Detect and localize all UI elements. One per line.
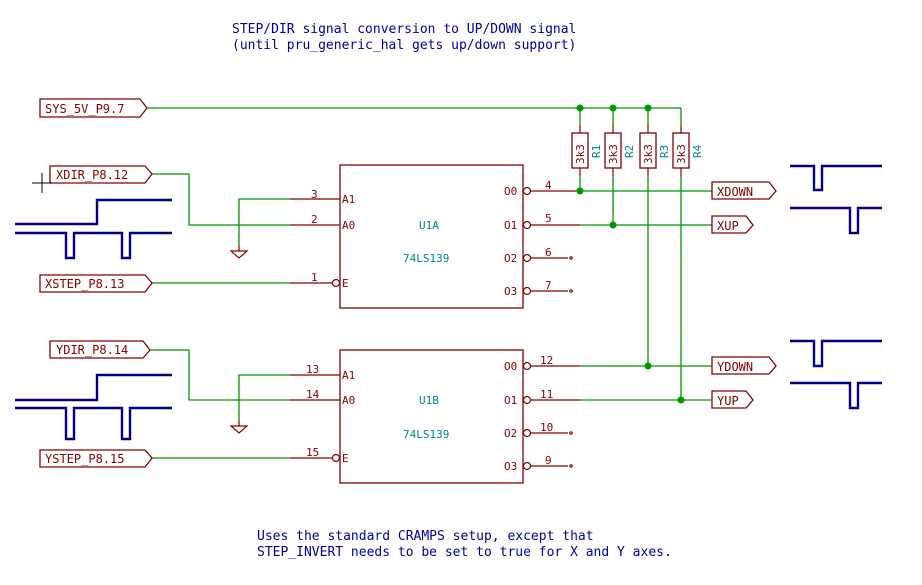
junction-dot [609,221,617,229]
title-line-2: (until pru_generic_hal gets up/down supp… [232,38,576,53]
u1a-pin-name: O3 [504,285,517,298]
ydown-waveform [790,339,882,368]
u1b-value: 74LS139 [403,428,449,441]
ground-symbol [229,420,249,434]
xup-label: XUP [711,215,754,234]
resistor-r4: 3k3 R4 [672,108,704,176]
u1b-pin-num: 13 [306,363,319,376]
xdir-waveform [15,198,172,226]
u1b-pin-num: 15 [306,446,319,459]
svg-text:R4: R4 [691,144,704,158]
u1a-pin-num: 2 [311,213,318,226]
u1b-pin-name: E [342,452,349,465]
junction-dot [576,187,584,195]
xdir-label: XDIR_P8.12 [49,165,153,184]
yup-label: YUP [711,390,754,409]
svg-text:R3: R3 [658,145,671,158]
u1a-pin-name: A1 [342,193,355,206]
u1b-pin-num: 10 [540,421,553,434]
svg-text:XDOWN: XDOWN [717,185,753,199]
u1a-ref: U1A [419,219,439,232]
footer-line-1: Uses the standard CRAMPS setup, except t… [257,529,594,544]
u1a-pin-name: O0 [504,185,517,198]
junction-dot [644,362,652,370]
resistor-r3: 3k3 R3 [639,108,671,176]
resistor-r1: 3k3 R1 [571,108,603,176]
u1a-pin-num: 4 [545,179,552,192]
xdown-label: XDOWN [711,181,777,200]
ystep-waveform [15,406,172,441]
resistor-r2: 3k3 R2 [604,108,636,176]
u1a-value: 74LS139 [403,252,449,265]
svg-text:YDIR_P8.14: YDIR_P8.14 [56,343,128,357]
u1a-body [339,164,524,309]
svg-text:3k3: 3k3 [642,144,655,164]
u1a-pin-name: O1 [504,219,517,232]
svg-text:R2: R2 [623,145,636,158]
xstep-label: XSTEP_P8.13 [39,274,153,293]
u1a-pin-num: 3 [311,188,318,201]
u1b-pin-name: A1 [342,369,355,382]
ground-symbol [229,245,249,259]
u1a-pin-num: 5 [545,212,552,225]
u1b-ref: U1B [419,394,439,407]
ydir-waveform [15,373,172,402]
u1b-body [339,349,524,484]
sys5v-label: SYS_5V_P9.7 [39,98,148,118]
u1a-pin-name: E [342,277,349,290]
svg-text:SYS_5V_P9.7: SYS_5V_P9.7 [45,102,124,116]
u1b-pin-num: 11 [540,388,553,401]
svg-text:3k3: 3k3 [675,144,688,164]
u1a-pin-num: 7 [545,279,552,292]
yup-waveform [790,381,882,410]
u1b-pin-name: O1 [504,394,517,407]
u1a-pin-name: A0 [342,219,355,232]
a1-ground-wire [238,198,290,245]
u1b-pin-name: O0 [504,360,517,373]
xdown-waveform [790,164,882,192]
xstep-waveform [15,231,172,260]
svg-text:XSTEP_P8.13: XSTEP_P8.13 [45,277,124,291]
u1a-pin-name: O2 [504,252,517,265]
u1b-pin-name: O3 [504,460,517,473]
svg-text:XUP: XUP [717,219,739,233]
junction-dot [677,396,685,404]
a1-ground-wire [238,374,290,420]
u1a-pin-num: 1 [311,271,318,284]
ydown-label: YDOWN [711,356,777,375]
title-line-1: STEP/DIR signal conversion to UP/DOWN si… [232,22,576,37]
footer-line-2: STEP_INVERT needs to be set to true for … [257,545,672,560]
u1b-pin-name: O2 [504,427,517,440]
xup-waveform [790,206,882,235]
svg-text:YSTEP_P8.15: YSTEP_P8.15 [45,452,124,466]
svg-text:3k3: 3k3 [574,144,587,164]
u1b-pin-num: 9 [545,454,552,467]
svg-text:R1: R1 [590,145,603,158]
ystep-label: YSTEP_P8.15 [39,449,153,468]
svg-text:YDOWN: YDOWN [717,360,753,374]
u1b-pin-name: A0 [342,394,355,407]
svg-text:YUP: YUP [717,394,739,408]
svg-text:3k3: 3k3 [607,144,620,164]
u1b-pin-num: 12 [540,354,553,367]
u1b-pin-num: 14 [306,388,320,401]
u1a-pin-num: 6 [545,246,552,259]
ydir-label: YDIR_P8.14 [49,340,151,359]
cursor-crosshair-icon [32,173,52,193]
svg-text:XDIR_P8.12: XDIR_P8.12 [56,168,128,182]
